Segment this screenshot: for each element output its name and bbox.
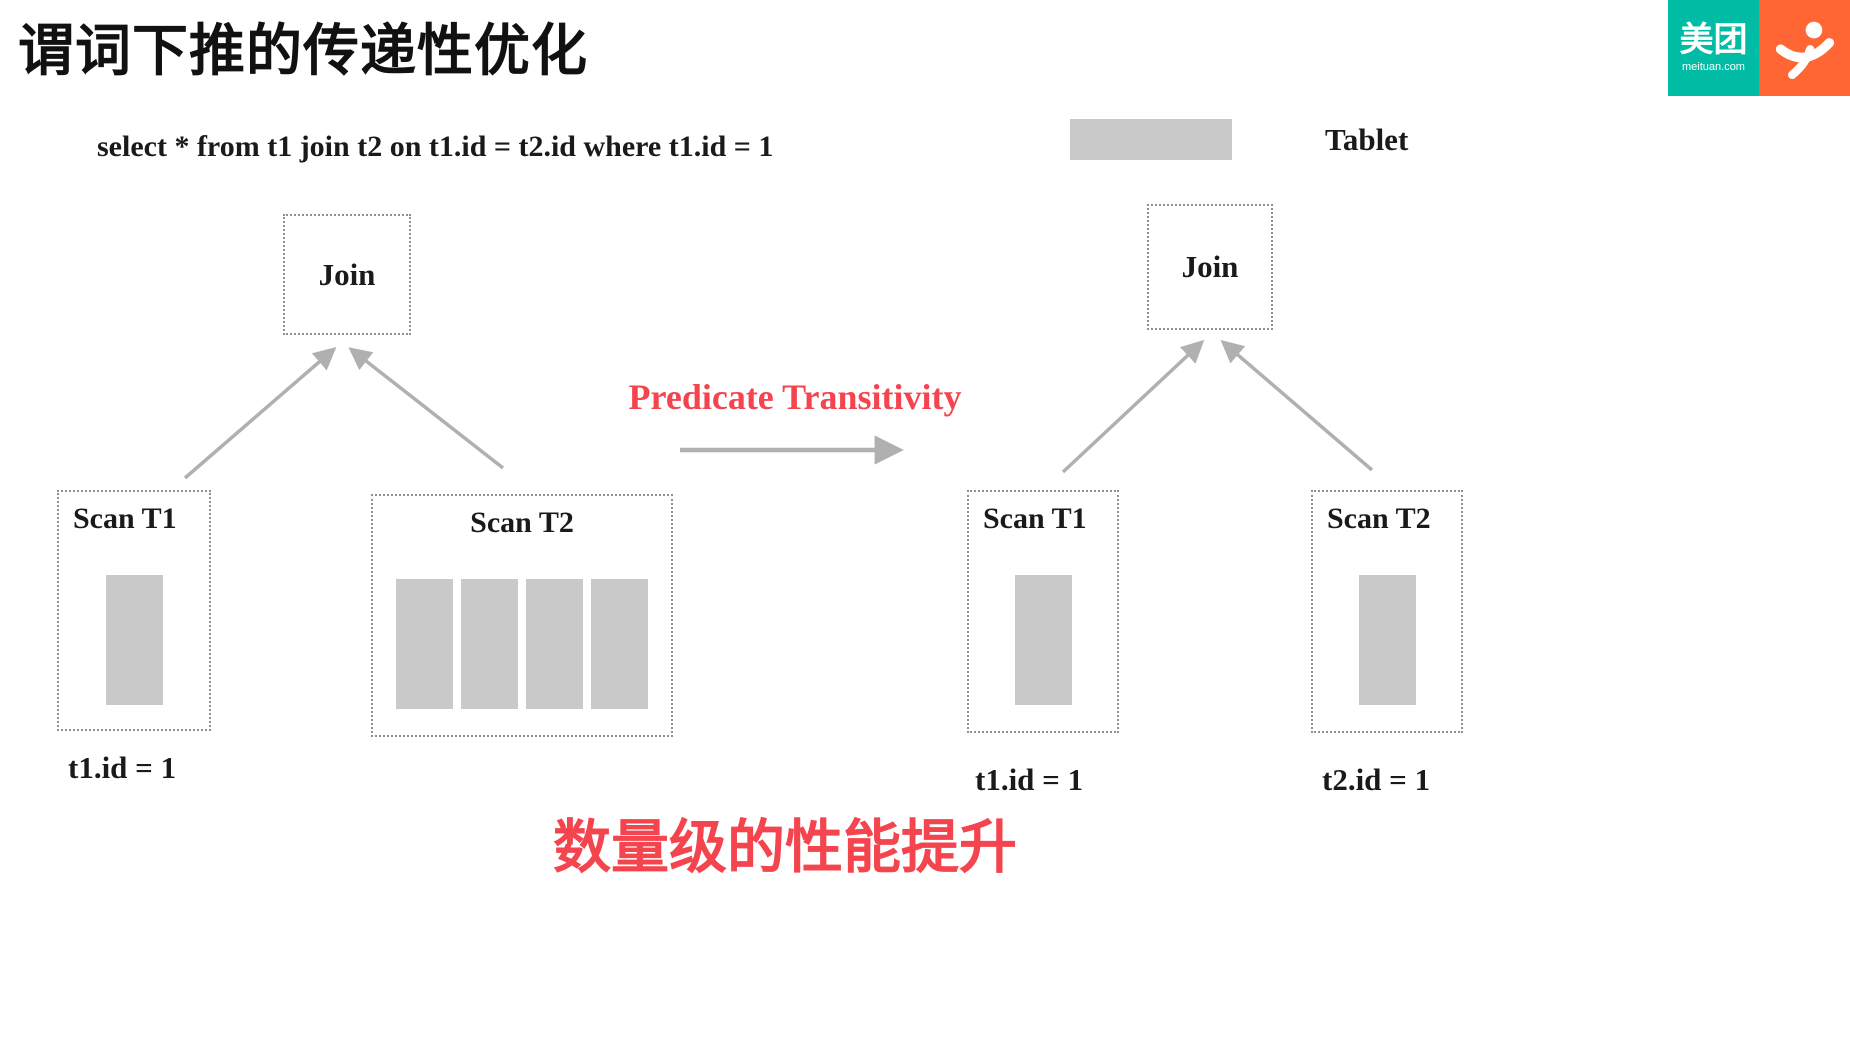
left-scan-t2-label: Scan T2: [470, 506, 574, 539]
performance-caption: 数量级的性能提升: [552, 815, 1018, 880]
page-title: 谓词下推的传递性优化: [18, 21, 588, 83]
right-scan-t1-tablets: [969, 575, 1117, 705]
tablet: [591, 579, 648, 709]
arrow-right-scant2-to-join: [1220, 340, 1374, 472]
tablet: [461, 579, 518, 709]
right-scan-t2-label: Scan T2: [1327, 502, 1431, 535]
right-scan-t2-node: Scan T2: [1311, 490, 1463, 733]
arrow-left-scant1-to-join: [183, 347, 337, 480]
tablet-legend-swatch: [1070, 119, 1232, 160]
tablet: [1014, 575, 1072, 705]
tablet: [396, 579, 453, 709]
left-scan-t1-tablets: [59, 575, 209, 705]
left-join-node: Join: [283, 214, 411, 335]
arrow-right-scant1-to-join: [1061, 339, 1205, 474]
left-scan-t2-tablets: [373, 579, 671, 709]
tablet-legend-label: Tablet: [1325, 122, 1409, 157]
right-scan-t1-node: Scan T1: [967, 490, 1119, 733]
right-scan-t2-tablets: [1313, 575, 1461, 705]
right-join-label: Join: [1181, 249, 1239, 284]
dianping-figure-icon: [1775, 21, 1834, 80]
left-predicate-t1: t1.id = 1: [68, 750, 177, 785]
tablet: [526, 579, 583, 709]
right-predicate-t2: t2.id = 1: [1322, 762, 1431, 797]
left-scan-t1-node: Scan T1: [57, 490, 211, 731]
brand-logos: 美团 meituan.com: [1668, 0, 1850, 96]
arrow-left-scant2-to-join: [348, 347, 505, 470]
dianping-logo: [1759, 0, 1850, 96]
left-scan-t1-label: Scan T1: [73, 502, 177, 535]
left-join-label: Join: [318, 256, 376, 292]
right-predicate-t1: t1.id = 1: [975, 762, 1084, 797]
tablet: [105, 575, 163, 705]
sql-query: select * from t1 join t2 on t1.id = t2.i…: [97, 130, 774, 163]
tablet: [1358, 575, 1416, 705]
meituan-logo: 美团 meituan.com: [1668, 0, 1759, 96]
right-scan-t1-label: Scan T1: [983, 502, 1087, 535]
meituan-logo-subtext: meituan.com: [1682, 60, 1745, 73]
predicate-transitivity-label: Predicate Transitivity: [628, 377, 962, 417]
right-join-node: Join: [1147, 204, 1273, 330]
meituan-logo-text: 美团: [1679, 21, 1748, 60]
left-scan-t2-node: Scan T2: [371, 494, 673, 737]
